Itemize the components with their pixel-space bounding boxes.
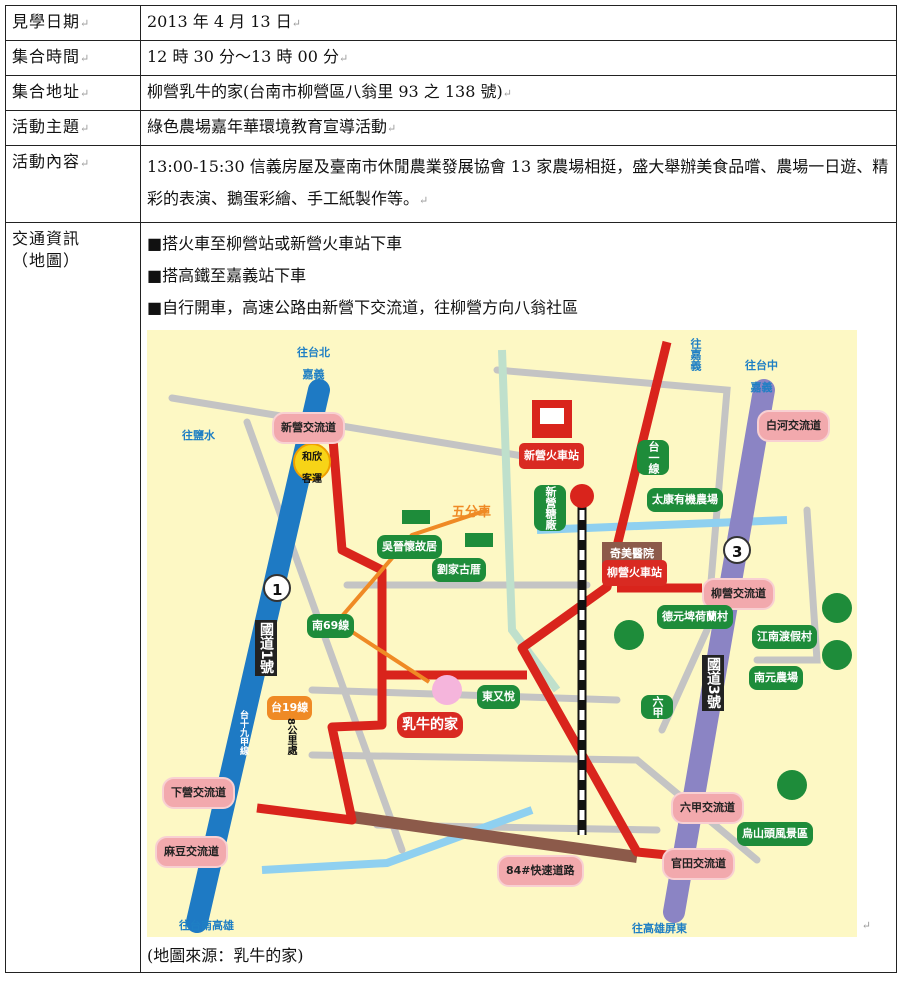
- row-value: 2013 年 4 月 13 日↵: [140, 5, 897, 41]
- row-value: 13:00-15:30 信義房屋及臺南市休閒農業發展協會 13 家農場相挺，盛大…: [140, 145, 897, 223]
- station-label: 新營火車站: [519, 443, 584, 469]
- station-label: 柳營火車站: [602, 560, 667, 586]
- value-text: 綠色農場嘉年華環境教育宣導活動: [147, 117, 388, 136]
- route-map: 往台北嘉義 往鹽水 往嘉義 往台中嘉義 往台南高雄 往高雄屏東 新營交流道 白河…: [147, 330, 871, 937]
- poi-label: 太康有機農場: [647, 488, 723, 512]
- paragraph-mark: ↵: [80, 157, 91, 170]
- map-source: (地圖來源：乳牛的家): [147, 946, 304, 965]
- row-label: 集合時間↵: [5, 40, 141, 76]
- direction-label: 往嘉義: [689, 338, 702, 371]
- poi-label: 南元農場: [749, 666, 803, 690]
- paragraph-mark: ↵: [80, 122, 91, 135]
- map-roads: [168, 340, 852, 933]
- road-label: 台一線: [637, 440, 669, 475]
- transport-item: ■自行開車，高速公路由新營下交流道，往柳營方向八翁社區: [147, 298, 579, 317]
- info-row: 集合時間↵12 時 30 分～13 時 00 分↵: [5, 40, 897, 76]
- info-row: 集合地址↵柳營乳牛的家(台南市柳營區八翁里 93 之 138 號)↵: [5, 75, 897, 111]
- road-label: 六甲: [641, 695, 673, 719]
- direction-label: 往高雄屏東: [632, 922, 687, 935]
- value-text: 13:00-15:30 信義房屋及臺南市休閒農業發展協會 13 家農場相挺，盛大…: [147, 157, 889, 208]
- interchange-label: 下營交流道: [162, 777, 235, 809]
- info-row: 見學日期↵2013 年 4 月 13 日↵: [5, 5, 897, 41]
- paragraph-mark: ↵: [419, 194, 429, 207]
- poi-label: 烏山頭風景區: [737, 822, 813, 846]
- railway-label: 五分車: [452, 505, 492, 520]
- five-fen-railway: [333, 508, 488, 684]
- expressway-label: 84#快速道路: [497, 855, 584, 887]
- interchange-label: 柳營交流道: [702, 578, 775, 610]
- bus-label: 和欣客運: [302, 452, 322, 485]
- row-label: 見學日期↵: [5, 5, 141, 41]
- road-label: 台19線: [267, 696, 313, 720]
- poi-label: 吳晉懷故居: [377, 535, 442, 559]
- distance-label: 8公里處: [285, 718, 296, 755]
- direction-label: 往台中嘉義: [745, 359, 778, 394]
- transport-row: 交通資訊 （地圖） ■搭火車至柳營站或新營火車站下車 ■搭高鐵至嘉義站下車 ■自行…: [5, 222, 897, 973]
- row-label: 活動主題↵: [5, 110, 141, 146]
- label-text: 見學日期: [12, 12, 81, 31]
- row-value: 12 時 30 分～13 時 00 分↵: [140, 40, 897, 76]
- transport-item: ■搭火車至柳營站或新營火車站下車: [147, 234, 403, 253]
- value-text: 柳營乳牛的家(台南市柳營區八翁里 93 之 138 號): [147, 82, 503, 101]
- interchange-label: 官田交流道: [662, 848, 735, 880]
- cow-icon: [432, 675, 462, 705]
- info-row: 活動內容↵13:00-15:30 信義房屋及臺南市休閒農業發展協會 13 家農場…: [5, 145, 897, 223]
- paragraph-mark: ↵: [338, 52, 349, 65]
- road-label: 南69線: [307, 614, 355, 638]
- label-text: 集合地址: [12, 82, 81, 101]
- mountain-icons: [614, 593, 852, 800]
- poi-label: 德元埤荷蘭村: [657, 605, 733, 629]
- info-table: 見學日期↵2013 年 4 月 13 日↵集合時間↵12 時 30 分～13 時…: [5, 5, 897, 973]
- interchange-label: 六甲交流道: [671, 792, 744, 824]
- row-label: 集合地址↵: [5, 75, 141, 111]
- interchange-label: 新營交流道: [272, 412, 345, 444]
- road-label: 台十九甲線: [238, 710, 248, 755]
- paragraph-mark: ↵: [80, 17, 91, 30]
- highway-label: 國道1號: [255, 620, 277, 676]
- paragraph-mark: ↵: [80, 87, 91, 100]
- highway-number: 3: [732, 543, 743, 561]
- paragraph-mark: ↵: [861, 919, 871, 932]
- row-value: 綠色農場嘉年華環境教育宣導活動↵: [140, 110, 897, 146]
- paragraph-mark: ↵: [387, 122, 397, 135]
- heritage-icons: [402, 510, 493, 547]
- transport-item: ■搭高鐵至嘉義站下車: [147, 266, 307, 285]
- row-label: 交通資訊 （地圖）: [5, 222, 141, 973]
- highway-3: [663, 379, 775, 923]
- label-text: 活動內容: [12, 152, 81, 171]
- paragraph-mark: ↵: [502, 87, 512, 100]
- label-text: 集合時間: [12, 47, 81, 66]
- direction-label: 往台南高雄: [179, 919, 234, 932]
- row-value: ■搭火車至柳營站或新營火車站下車 ■搭高鐵至嘉義站下車 ■自行開車，高速公路由新…: [140, 222, 897, 973]
- label-text: 活動主題: [12, 117, 81, 136]
- label-text: （地圖）: [12, 251, 81, 270]
- paragraph-mark: ↵: [291, 17, 301, 30]
- bus-icon: [293, 443, 331, 481]
- label-text: 交通資訊: [12, 229, 81, 248]
- value-text: 12 時 30 分～13 時 00 分: [147, 47, 339, 66]
- interchange-label: 麻豆交流道: [155, 836, 228, 868]
- row-value: 柳營乳牛的家(台南市柳營區八翁里 93 之 138 號)↵: [140, 75, 897, 111]
- expressway-84: [351, 811, 638, 863]
- interchange-label: 白河交流道: [757, 410, 830, 442]
- poi-label: 劉家古厝: [432, 558, 486, 582]
- highway-number: 1: [272, 581, 283, 599]
- poi-label: 新營糖廠: [534, 485, 566, 531]
- direction-label: 往鹽水: [182, 429, 215, 442]
- value-text: 2013 年 4 月 13 日: [147, 12, 292, 31]
- highway-label: 國道3號: [702, 655, 724, 711]
- direction-label: 往台北嘉義: [297, 346, 330, 381]
- destination-label: 乳牛的家: [397, 712, 463, 738]
- paragraph-mark: ↵: [80, 52, 91, 65]
- info-row: 活動主題↵綠色農場嘉年華環境教育宣導活動↵: [5, 110, 897, 146]
- row-label: 活動內容↵: [5, 145, 141, 223]
- poi-label: 江南渡假村: [752, 625, 817, 649]
- poi-label: 東又悅: [477, 685, 520, 709]
- road: [168, 394, 551, 464]
